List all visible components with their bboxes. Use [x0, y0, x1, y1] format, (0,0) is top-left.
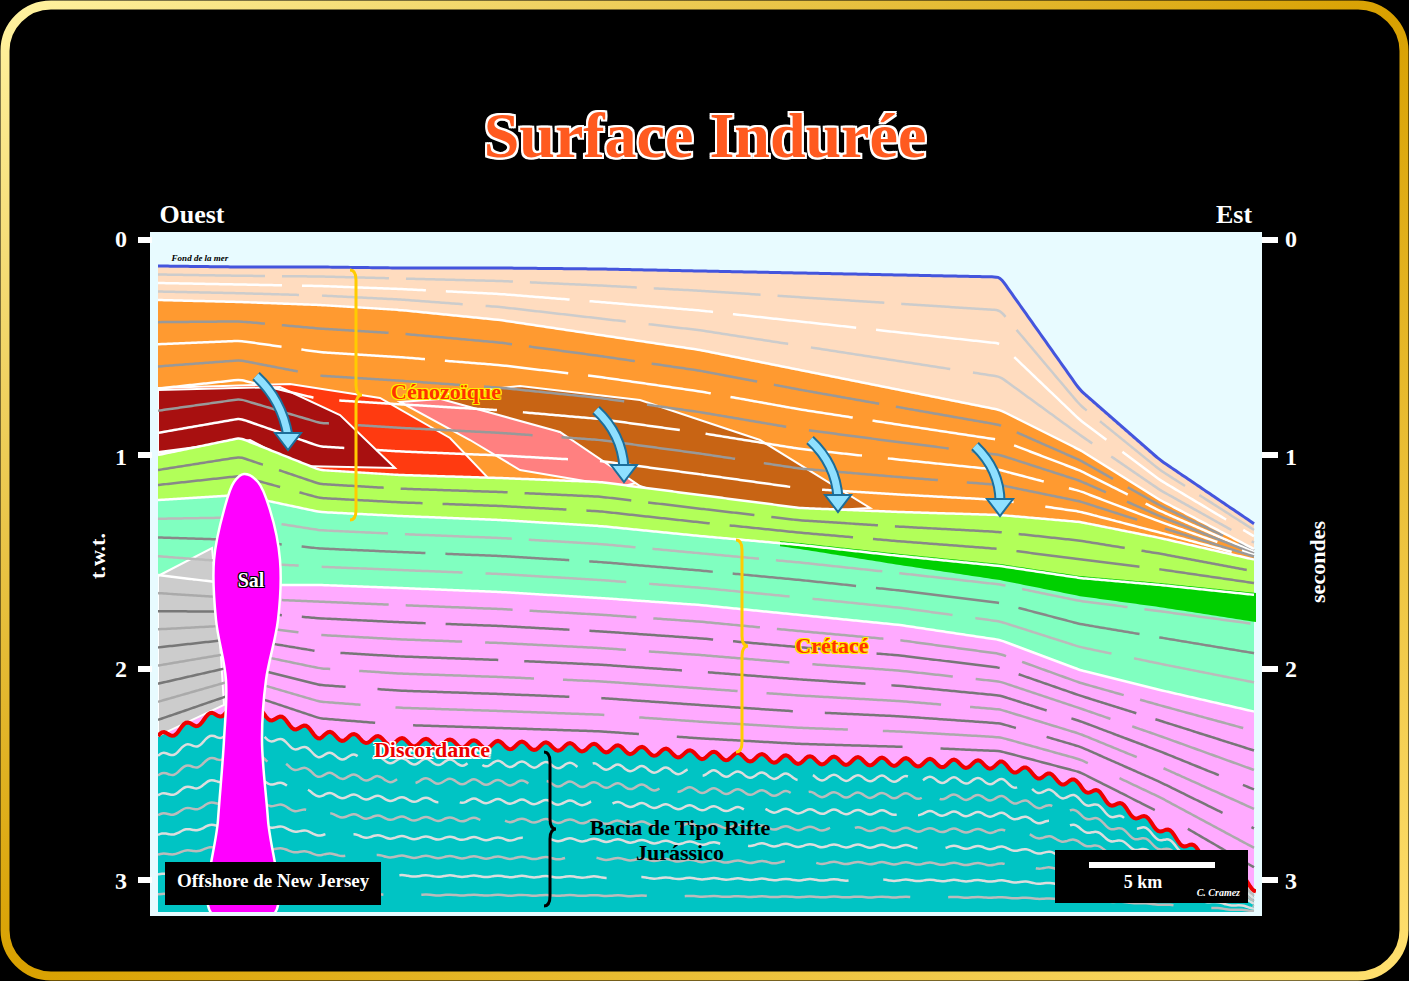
- arrow-head: [275, 433, 301, 450]
- cenozoic-lower: [158, 300, 1254, 912]
- stratal-line: [158, 652, 1254, 809]
- arrow-outline: [256, 376, 288, 436]
- direction-label: Ouest: [160, 200, 225, 230]
- scale-box: 5 km C. Cramez: [1055, 850, 1248, 903]
- horizon: [158, 439, 1254, 560]
- arrow-body: [256, 376, 288, 436]
- title: Surface Indurée: [484, 99, 927, 173]
- stratal-line: [158, 321, 1254, 550]
- stratal-line: [158, 380, 1254, 555]
- cretaceous-upper: [158, 495, 1254, 912]
- axis-value: 2: [1285, 656, 1297, 684]
- axis-value: 0: [115, 226, 127, 254]
- stratal-line: [158, 611, 1254, 750]
- unit-label: Crétacé: [795, 633, 868, 658]
- axis-tick: [1262, 877, 1278, 883]
- sea-floor: [158, 266, 1254, 524]
- sea-floor-label: Fond de la mer: [172, 253, 229, 263]
- arrow-outline: [810, 440, 838, 498]
- stratal-line: [158, 275, 1254, 530]
- author-credit: C. Cramez: [1197, 887, 1240, 898]
- arrow-head: [987, 499, 1013, 516]
- arrow-body: [810, 440, 838, 498]
- horizon: [158, 575, 1254, 712]
- axis-value: 2: [115, 656, 127, 684]
- axis-value: 1: [115, 444, 127, 472]
- stratal-line: [158, 639, 1254, 790]
- stratal-line: [158, 692, 1254, 867]
- salt-diapir: [207, 474, 281, 912]
- arrow-head: [611, 465, 637, 482]
- axis-title: secondes: [1305, 521, 1330, 603]
- stratal-line: [158, 625, 1254, 770]
- axis-value: 0: [1285, 226, 1297, 254]
- horizon: [158, 495, 1254, 595]
- scale-bar: [1089, 860, 1219, 870]
- arrow-body: [975, 446, 1000, 502]
- axis-title: t.w.t.: [85, 533, 110, 579]
- unconformity-label: Discordance: [374, 737, 490, 762]
- axis-tick: [138, 666, 152, 672]
- stratal-line: [158, 593, 1254, 731]
- frame: [5, 5, 1404, 976]
- axis-tick: [138, 877, 152, 883]
- axis-value: 3: [1285, 868, 1297, 896]
- location-box: Offshore de New Jersey: [165, 862, 381, 905]
- axis-tick: [1262, 452, 1278, 458]
- arrow-outline: [975, 446, 1000, 502]
- brace: [544, 752, 556, 906]
- axis-tick: [138, 452, 152, 458]
- axis-tick: [1262, 666, 1278, 672]
- direction-label: Est: [1216, 200, 1252, 230]
- brace: [736, 540, 748, 752]
- stratal-line: [158, 666, 1254, 829]
- axis-tick: [1262, 237, 1278, 243]
- green-band: [780, 541, 1256, 622]
- unit-label: Cénozoïque: [391, 379, 501, 404]
- salt-label: Sal: [238, 569, 265, 592]
- arrow-head: [825, 495, 851, 512]
- scale-value: 5 km: [1124, 872, 1163, 893]
- axis-value: 3: [115, 868, 127, 896]
- location-name: Offshore de New Jersey: [177, 870, 369, 892]
- plot-ground: [150, 232, 1262, 916]
- section: [158, 266, 1256, 912]
- brace: [350, 270, 362, 520]
- arrow-body: [596, 410, 624, 468]
- unit-label: Bacia de Tipo Rifte Jurássico: [573, 815, 788, 866]
- stratal-line: [158, 400, 1254, 557]
- axis-value: 1: [1285, 444, 1297, 472]
- arrow-outline: [596, 410, 624, 468]
- axis-tick: [138, 237, 152, 243]
- cretaceous-top: [158, 439, 1254, 912]
